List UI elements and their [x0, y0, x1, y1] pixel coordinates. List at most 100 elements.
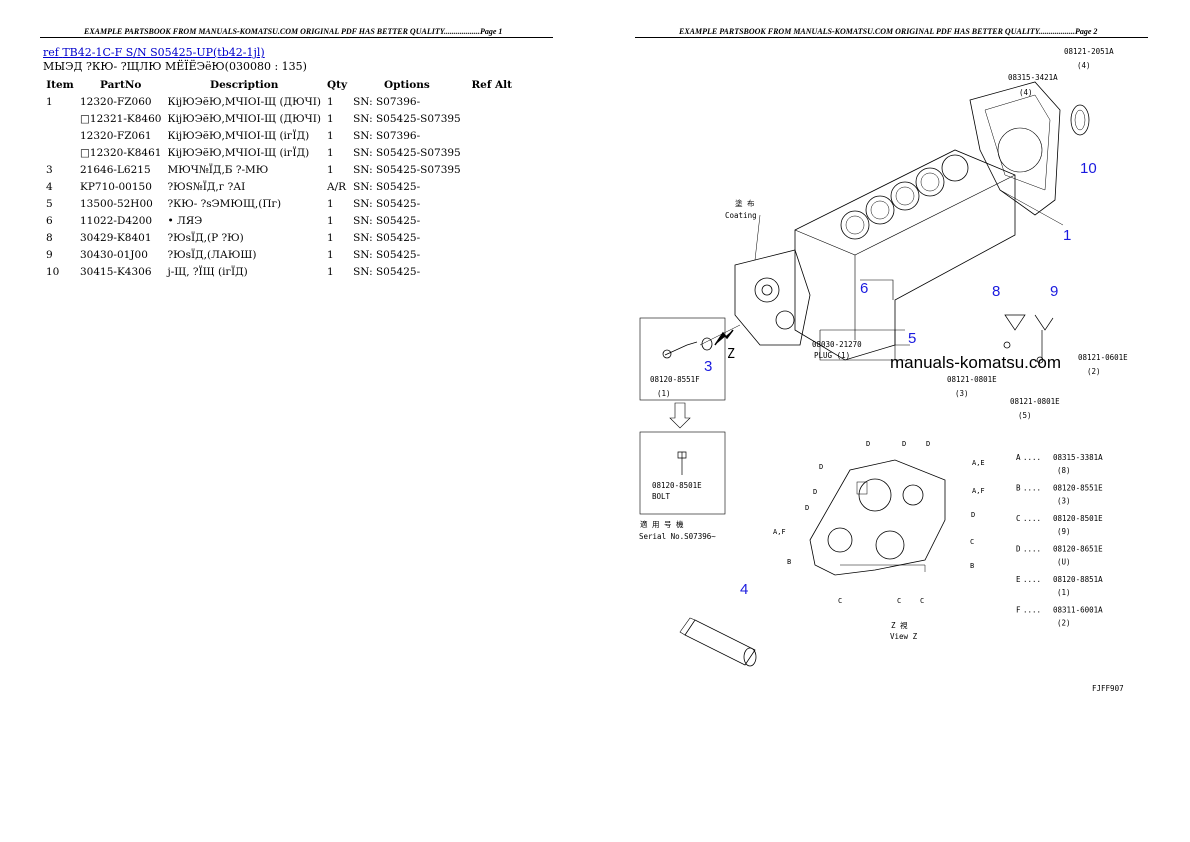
figure-code: FJFF907	[1092, 684, 1124, 693]
cell-item	[43, 110, 77, 127]
legend-key: F	[1016, 606, 1021, 615]
cell-item: 9	[46, 248, 53, 261]
cell-qty: 1	[327, 214, 334, 227]
cell-options: SN: S07396-	[353, 129, 421, 142]
bolt-code-r2: 08121-0801E	[947, 375, 997, 384]
bolt-qty-r2: (3)	[955, 389, 969, 398]
view-letter: B	[787, 558, 791, 566]
cell-qty: 1	[327, 129, 334, 142]
view-letter: B	[970, 562, 974, 570]
cell-description: КіјЮЭёЮ,МЧІОІ-Щ (ігЇД)	[167, 146, 310, 159]
view-letter: C	[838, 597, 842, 605]
view-letter: D	[813, 488, 817, 496]
bolt-qty-r3: (5)	[1018, 411, 1032, 420]
legend-code: 08120-8501E	[1053, 514, 1103, 523]
cell-qty: 1	[327, 95, 334, 108]
bolt-code-r1: 08121-0601E	[1078, 353, 1128, 362]
bolt-code-top1: 08121-2051A	[1064, 47, 1114, 56]
parts-table: Item PartNo Description Qty Options Ref …	[43, 76, 520, 280]
cell-ref-alt	[464, 161, 520, 178]
view-letter: D	[819, 463, 823, 471]
cell-options: SN: S05425-	[353, 248, 421, 261]
legend-code: 08120-8551E	[1053, 484, 1103, 493]
cell-partno: 30429-K8401	[80, 231, 152, 244]
view-letter: A,F	[972, 487, 985, 495]
assembly-title: МЫЭД ?КЮ- ?ЩЛЮ МЁЇЁЭёЮ(030080 : 135)	[43, 60, 307, 73]
col-description: Description	[210, 78, 279, 91]
ref-line: ref TB42-1C-F S/N S05425-UP(tb42-1jl)	[43, 46, 265, 59]
ref-link[interactable]: TB42-1C-F S/N S05425-UP(tb42-1jl)	[62, 46, 265, 59]
coating-jp: 塗 布	[735, 198, 755, 208]
cell-item: 8	[46, 231, 53, 244]
legend-qty: (8)	[1057, 466, 1071, 475]
legend-dots: ....	[1023, 545, 1041, 554]
cell-partno: 30415-K4306	[80, 265, 152, 278]
exploded-diagram: manuals-komatsu.com 1 3 4 5 6 8 9 10 081…	[639, 47, 1128, 693]
cell-options: SN: S05425-S07395	[353, 146, 461, 159]
view-letter: C	[897, 597, 901, 605]
table-row: □12320-K8461 КіјЮЭёЮ,МЧІОІ-Щ (ігЇД) 1 SN: S…	[43, 144, 520, 161]
cell-partno: 11022-D4200	[80, 214, 153, 227]
legend-key: B	[1016, 484, 1021, 493]
callout-1: 1	[1063, 227, 1071, 244]
cell-options: SN: S05425-	[353, 265, 421, 278]
cell-description: ?ЮѕЇД,(Р ?Ю)	[167, 231, 244, 244]
cell-ref-alt	[464, 246, 520, 263]
cell-qty: A/R	[327, 180, 347, 193]
callout-8: 8	[992, 283, 1000, 300]
inset-box	[639, 431, 726, 515]
serial-jp: 適 用 号 機	[640, 519, 684, 529]
legend-key: D	[1016, 545, 1021, 554]
cell-description: ?ЮЅ№ЇД,г ?АІ	[167, 180, 246, 193]
ref-prefix-link[interactable]: ref	[43, 46, 59, 59]
bolt-qty-r1: (2)	[1087, 367, 1101, 376]
view-z-cover	[809, 459, 946, 576]
cell-description: МЮЧ№ЇД,Б ?-МЮ	[167, 163, 269, 176]
legend-qty: (U)	[1057, 558, 1071, 567]
callout-3: 3	[704, 358, 712, 375]
cell-options: SN: S05425-	[353, 214, 421, 227]
cell-description: КіјЮЭёЮ,МЧІОІ-Щ (ДЮЧІ)	[167, 95, 321, 108]
callout-6: 6	[860, 280, 868, 297]
callout-5: 5	[908, 330, 916, 347]
col-qty: Qty	[327, 78, 348, 91]
view-letter: C	[920, 597, 924, 605]
inset-bolt-label: BOLT	[652, 492, 671, 501]
cell-options: SN: S05425-	[353, 197, 421, 210]
callout-10: 10	[1080, 160, 1097, 177]
header-divider	[635, 37, 1148, 38]
cell-qty: 1	[327, 197, 334, 210]
cell-qty: 1	[327, 231, 334, 244]
page-2: EXAMPLE PARTSBOOK FROM MANUALS-KOMATSU.C…	[595, 0, 1190, 842]
legend-dots: ....	[1023, 575, 1041, 584]
rear-plate	[969, 81, 1061, 216]
cell-qty: 1	[327, 265, 334, 278]
header-divider	[40, 37, 553, 38]
legend-code: 08120-8651E	[1053, 545, 1103, 554]
detail-box-left	[639, 317, 726, 401]
cell-partno: 13500-52H00	[80, 197, 153, 210]
view-letter: C	[970, 538, 974, 546]
legend-code: 08315-3381A	[1053, 453, 1103, 462]
view-z-jp: Z 視	[891, 621, 908, 630]
cell-qty: 1	[327, 112, 334, 125]
cell-partno: 21646-L6215	[80, 163, 151, 176]
bolt-qty-top2: (4)	[1019, 88, 1033, 97]
cell-ref-alt	[464, 229, 520, 246]
col-options: Options	[383, 78, 430, 91]
cell-description: ?КЮ- ?ѕЭМЮЩ,(Пг)	[167, 197, 282, 210]
callout-9: 9	[1050, 283, 1058, 300]
cell-partno: □12320-K8461	[80, 146, 162, 159]
view-letter: D	[866, 440, 870, 448]
legend-code: 08311-6001A	[1053, 606, 1103, 615]
bolt-legend: A....08315-3381A(8)B....08120-8551E(3)C.…	[1016, 453, 1103, 628]
cell-qty: 1	[327, 146, 334, 159]
bolt-code-r3: 08121-0801E	[1010, 397, 1060, 406]
cell-ref-alt	[464, 144, 520, 161]
view-z-label: View Z	[890, 632, 918, 641]
